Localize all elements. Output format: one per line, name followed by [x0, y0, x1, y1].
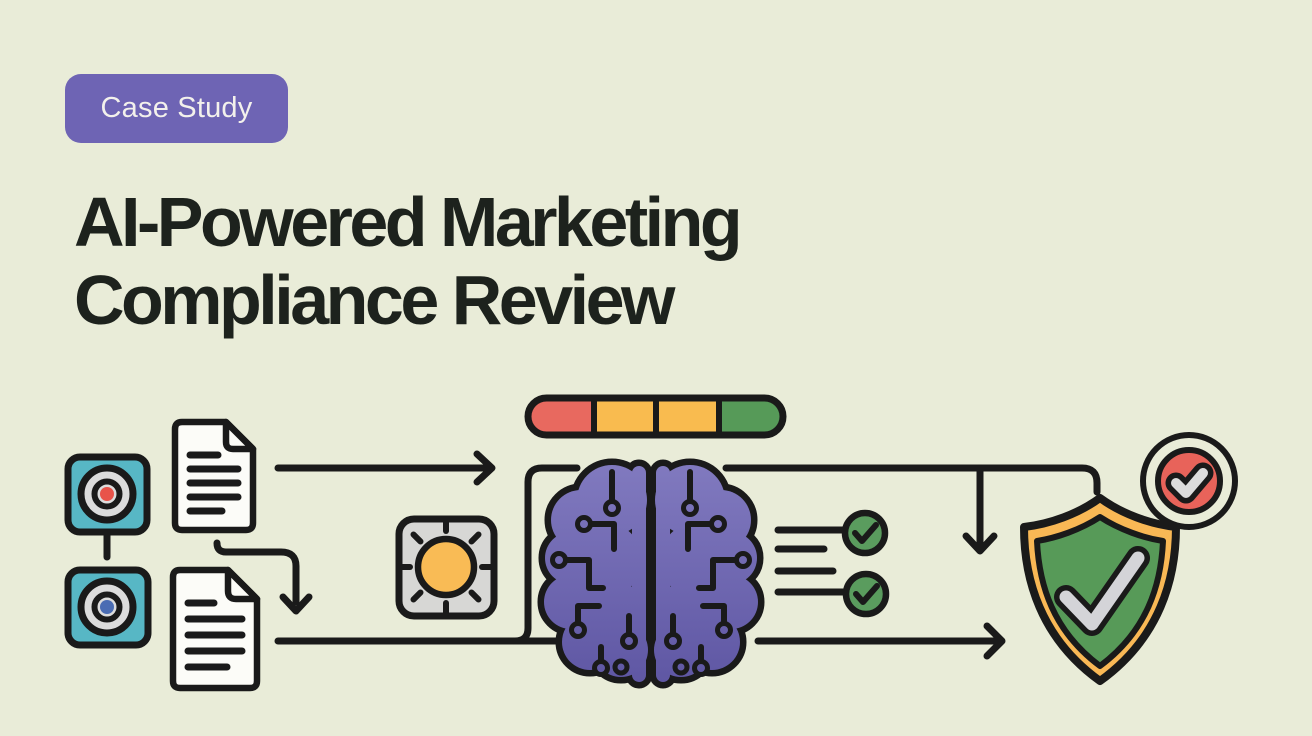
checklist-check-icons — [774, 509, 890, 618]
arrow-doc-curved-down — [213, 539, 313, 615]
target-dot-blue — [100, 600, 114, 614]
document-icon-top — [171, 418, 257, 534]
check-circle-1 — [841, 509, 889, 557]
document-icon-bottom — [169, 566, 261, 692]
brain-circuit-nodes — [550, 499, 752, 677]
folded-corner — [224, 566, 261, 603]
document-text-lines — [186, 451, 242, 515]
check-circle-2 — [842, 570, 890, 618]
sun-rays — [397, 518, 495, 616]
case-study-badge-label: Case Study — [100, 92, 253, 124]
arrow-ai-to-stamp — [722, 464, 1101, 555]
severity-scale-bar — [524, 394, 787, 439]
page-title: AI-Powered Marketing Compliance Review — [74, 183, 743, 339]
case-study-badge: Case Study — [65, 74, 288, 143]
document-text-lines — [184, 599, 246, 671]
target-icon-blue — [64, 566, 152, 649]
severity-segment-amber-2 — [656, 398, 719, 435]
severity-segment-green — [719, 398, 783, 435]
stamp-outer-ring — [1140, 432, 1238, 530]
down-arrowhead — [962, 532, 998, 555]
checklist-lines — [774, 526, 850, 596]
folded-corner — [222, 418, 257, 453]
bracket-line — [511, 464, 581, 645]
arrow-doc2-to-ai — [274, 464, 581, 645]
brain-circuit-traces — [562, 469, 740, 664]
target-dot-red — [100, 487, 114, 501]
severity-segment-amber-1 — [594, 398, 656, 435]
target-inner-ring — [91, 478, 123, 510]
target-inner-ring — [91, 591, 123, 623]
settings-sun-icon — [395, 515, 498, 620]
page-title-line1: AI-Powered Marketing — [74, 183, 743, 261]
shield-check — [1059, 551, 1145, 631]
page-title-line2: Compliance Review — [74, 261, 675, 339]
arrow-ai-to-shield — [754, 622, 1006, 660]
stamp-check — [1171, 468, 1208, 498]
check-mark-2 — [853, 583, 880, 605]
shield-check-icon — [1020, 494, 1180, 685]
severity-segment-red — [528, 398, 594, 435]
check-mark-1 — [852, 522, 879, 544]
ai-brain-icon — [544, 465, 758, 682]
target-icon-red — [64, 453, 151, 536]
arrow-doc-to-ai — [274, 450, 496, 486]
approval-stamp-icon — [1140, 432, 1238, 530]
